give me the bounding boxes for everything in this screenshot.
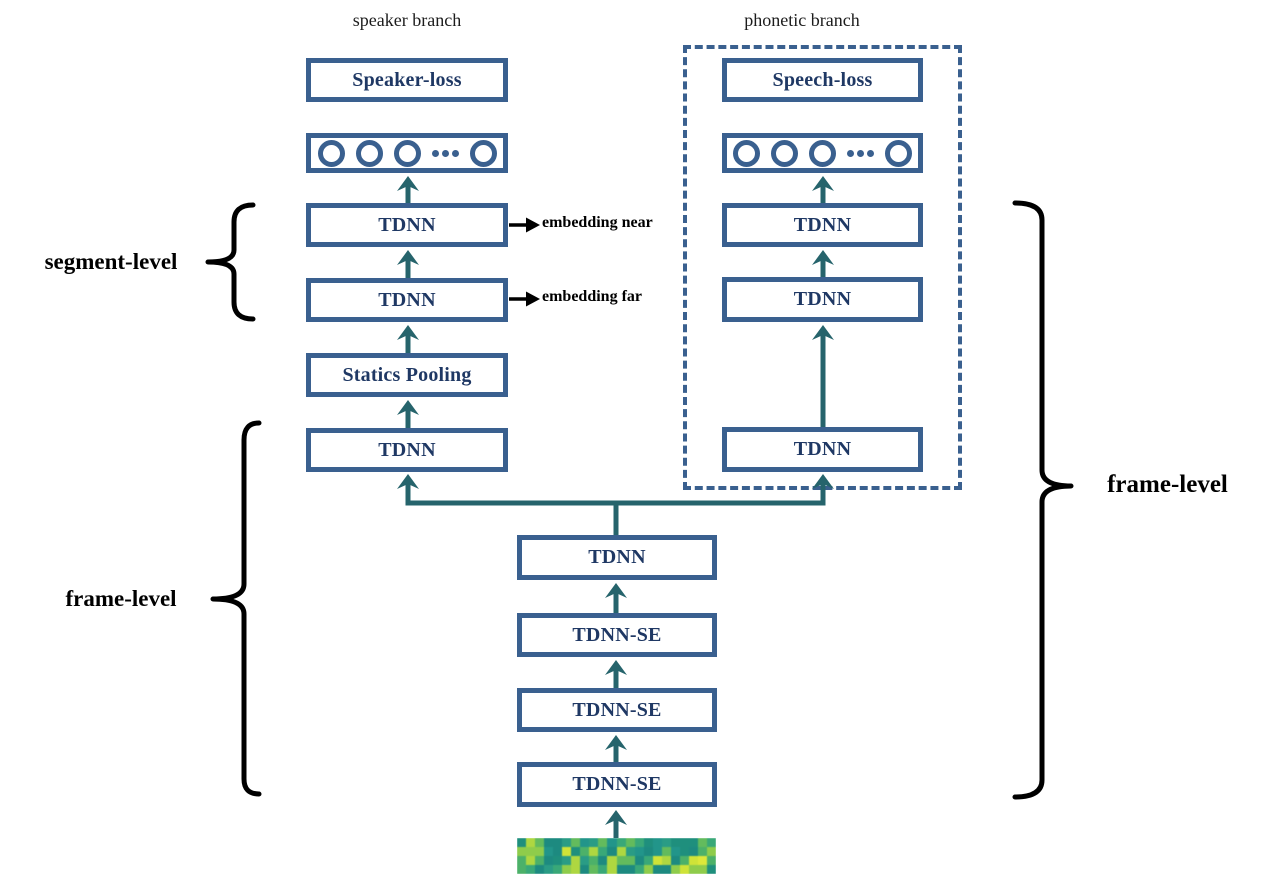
- phonetic-tdnn-box-2: TDNN: [722, 277, 923, 322]
- trunk-tdnn-se-box-1: TDNN-SE: [517, 613, 717, 657]
- speaker-tdnn-label-3: TDNN: [378, 438, 436, 461]
- trunk-tdnn-label: TDNN: [588, 546, 646, 568]
- phonetic-tdnn-box-1: TDNN: [722, 203, 923, 247]
- arrow-tdnn2-to-tdnn1-speaker: [397, 250, 419, 278]
- speaker-tdnn-box-3: TDNN: [306, 428, 508, 472]
- speaker-tdnn-box-2: TDNN: [306, 278, 508, 322]
- phonetic-branch-title: phonetic branch: [744, 10, 860, 30]
- segment-level-label: segment-level: [44, 249, 178, 274]
- node-circle-icon: [393, 139, 421, 167]
- node-circle-icon: [885, 139, 912, 167]
- frame-level-right-brace: [1012, 200, 1074, 800]
- arrow-pooling-to-tdnn2-speaker: [397, 325, 419, 353]
- speech-loss-label: Speech-loss: [772, 68, 873, 91]
- arrow-embedding-near: [509, 217, 540, 233]
- arrow-trunk-to-speaker-branch: [397, 474, 419, 505]
- arrow-input-to-se3: [605, 810, 627, 838]
- statics-pooling-box: Statics Pooling: [306, 353, 508, 397]
- frame-level-right-label: frame-level: [1107, 471, 1228, 498]
- speaker-loss-box: Speaker-loss: [306, 58, 508, 102]
- node-circle-icon: [771, 139, 798, 167]
- ellipsis-icon: [847, 149, 874, 157]
- spectrogram-input-image: [517, 838, 716, 874]
- embedding-near-label: embedding near: [542, 214, 653, 231]
- node-circle-icon: [469, 139, 497, 167]
- statics-pooling-label: Statics Pooling: [342, 363, 472, 386]
- speaker-tdnn-label-1: TDNN: [378, 213, 436, 236]
- node-circle-icon: [355, 139, 383, 167]
- arrow-tdnn3-to-pooling-speaker: [397, 400, 419, 428]
- embedding-far-label: embedding far: [542, 288, 642, 305]
- speaker-branch-title: speaker branch: [352, 10, 462, 30]
- trunk-tdnn-se-label-2: TDNN-SE: [572, 698, 662, 721]
- arrow-se2-to-se1-trunk: [605, 660, 627, 688]
- trunk-split-line: [405, 500, 826, 537]
- speaker-tdnn-box-1: TDNN: [306, 203, 508, 247]
- frame-level-left-label: frame-level: [65, 586, 177, 611]
- arrow-tdnn-to-vector-speaker: [397, 176, 419, 203]
- speech-loss-box: Speech-loss: [722, 58, 923, 102]
- phonetic-embedding-vector: [722, 133, 923, 173]
- segment-level-brace: [205, 202, 256, 322]
- trunk-tdnn-box: TDNN: [517, 535, 717, 580]
- phonetic-tdnn-label-2: TDNN: [793, 288, 852, 310]
- node-circle-icon: [733, 139, 760, 167]
- trunk-tdnn-se-box-2: TDNN-SE: [517, 688, 717, 732]
- embedding-arrows: [509, 217, 540, 307]
- arrow-se1-to-tdnn-trunk: [605, 583, 627, 613]
- phonetic-tdnn-label-3: TDNN: [793, 438, 852, 460]
- phonetic-tdnn-box-3: TDNN: [722, 427, 923, 472]
- node-circle-icon: [317, 139, 345, 167]
- speaker-loss-label: Speaker-loss: [352, 68, 462, 91]
- ellipsis-icon: [431, 149, 459, 157]
- phonetic-branch-dashed-region: [683, 45, 962, 490]
- arrow-se3-to-se2-trunk: [605, 735, 627, 762]
- phonetic-tdnn-label-1: TDNN: [793, 213, 852, 236]
- speaker-embedding-vector: [306, 133, 508, 173]
- trunk-tdnn-se-label-1: TDNN-SE: [572, 623, 662, 646]
- spectrogram-texture: [517, 838, 716, 874]
- speaker-tdnn-label-2: TDNN: [378, 288, 436, 311]
- trunk-tdnn-se-box-3: TDNN-SE: [517, 762, 717, 807]
- trunk-tdnn-se-label-3: TDNN-SE: [572, 773, 662, 795]
- arrow-embedding-far: [509, 291, 540, 307]
- node-circle-icon: [809, 139, 836, 167]
- frame-level-left-brace: [210, 420, 262, 797]
